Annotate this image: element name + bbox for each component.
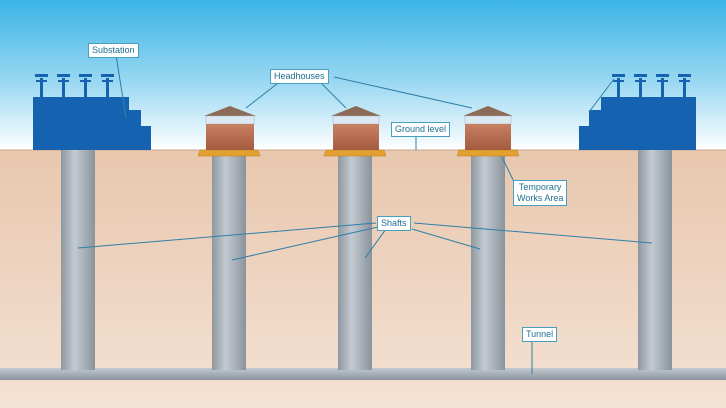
substation-left [33,74,151,150]
leader-headhouse-3 [333,76,473,109]
shaft-3 [338,150,372,370]
label-tunnel: Tunnel [522,327,558,342]
headhouse-2 [331,106,381,150]
leader-shaft-2 [231,226,379,261]
temporary-works-areas [197,149,520,157]
leader-headhouse-1 [245,79,283,109]
shaft-5 [638,150,672,370]
leader-shaft-5 [413,222,653,244]
label-substation: Substation [88,43,139,58]
leader-substation [115,54,127,119]
works-area-1 [197,149,261,157]
label-temporary-works-area-line1: Temporary [518,182,562,192]
insulators-left [35,74,114,97]
leader-substation-right [588,78,615,113]
leader-headhouse-2 [317,79,347,109]
leader-shaft-4 [411,228,481,250]
tunnel [0,368,726,380]
leader-lines [77,54,653,374]
label-temporary-works-area-line2: Works Area [517,193,564,203]
shaft-2 [212,150,246,370]
works-area-3 [456,149,520,157]
shaft-1 [61,150,95,370]
label-shafts: Shafts [377,216,411,231]
works-area-2 [323,149,387,157]
headhouse-1 [204,106,256,150]
headhouse-3 [463,106,513,150]
shaft-4 [471,150,505,370]
substation-right [579,74,696,150]
leader-shaft-1 [77,222,377,249]
leader-shaft-3 [364,228,387,259]
label-ground-level: Ground level [391,122,451,137]
insulators-right [612,74,691,97]
label-headhouses: Headhouses [270,69,329,84]
label-temporary-works-area: Temporary Works Area [513,180,568,206]
